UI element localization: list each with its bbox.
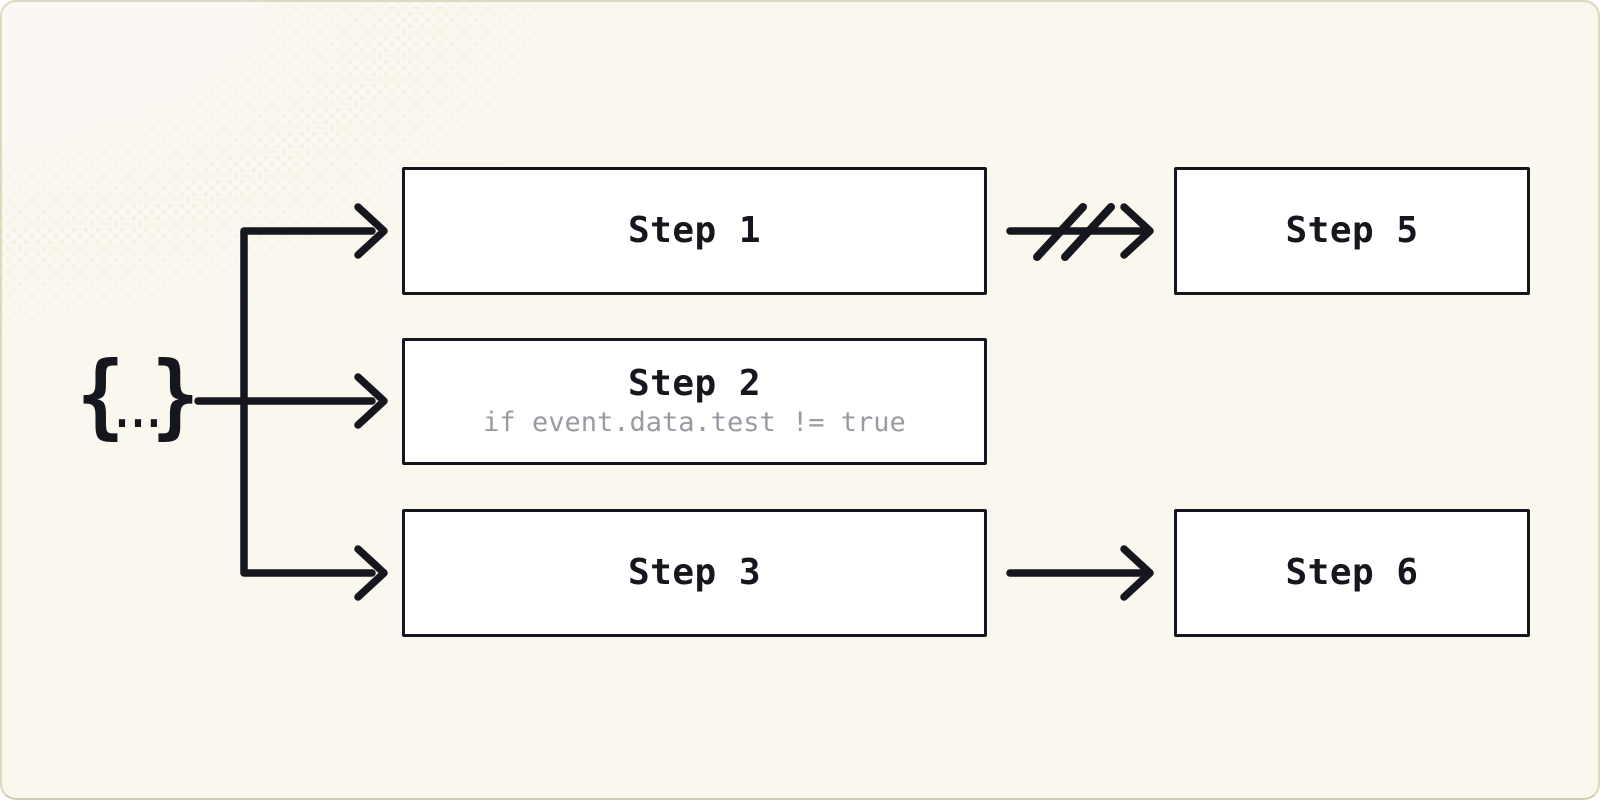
step-box-step-5: Step 5: [1174, 167, 1530, 295]
close-brace: }: [151, 342, 200, 449]
step-box-step-1: Step 1: [402, 167, 987, 295]
fanout-branch-line: [240, 227, 376, 577]
ellipsis-dots: ...: [110, 387, 166, 438]
step-box-step-6: Step 6: [1174, 509, 1530, 637]
step-condition: if event.data.test != true: [483, 407, 906, 439]
arrowhead-step3-icon: [354, 545, 388, 601]
cancel-slash-2-icon: [1061, 203, 1115, 261]
arrowhead-step6-icon: [1120, 545, 1154, 601]
step-label: Step 3: [627, 552, 762, 594]
step-label: Step 5: [1285, 210, 1419, 252]
arrowhead-step5-icon: [1120, 203, 1154, 259]
arrowhead-step2-icon: [354, 373, 388, 429]
step-box-step-3: Step 3: [402, 509, 987, 637]
step-label: Step 2: [627, 363, 762, 405]
step-box-step-2: Step 2 if event.data.test != true: [402, 338, 987, 465]
step-label: Step 1: [627, 210, 762, 252]
open-brace: {: [76, 342, 125, 449]
event-json-symbol: { ... }: [77, 350, 199, 442]
step-label: Step 6: [1285, 552, 1419, 594]
arrowhead-step1-icon: [354, 203, 388, 259]
cancel-slash-1-icon: [1033, 203, 1087, 261]
